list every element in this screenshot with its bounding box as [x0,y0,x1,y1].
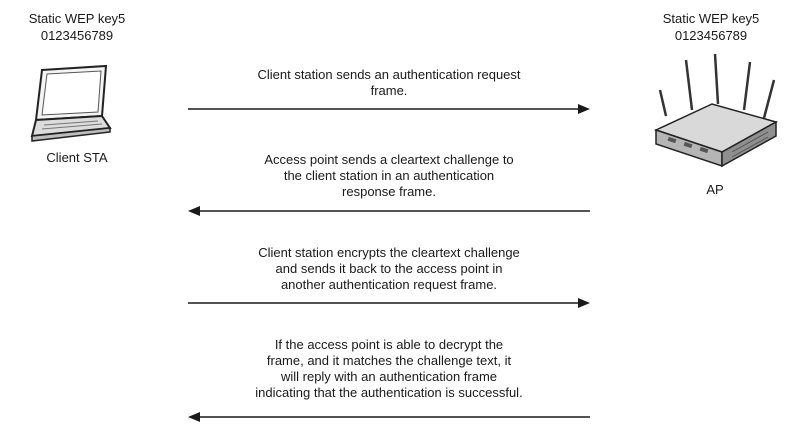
message-2-text: Access point sends a cleartext challenge… [190,152,588,200]
arrow-ap-to-client-2 [188,206,590,216]
ap-name-label: AP [706,182,724,197]
arrow-ap-to-client-4 [188,412,590,422]
message-4-line-3: will reply with an authentication frame [280,369,498,384]
message-2-line-2: the client station in an authentication [283,168,495,183]
client-name-label: Client STA [46,150,108,165]
message-1-text: Client station sends an authentication r… [190,67,588,99]
client-wep-key-title: Static WEP key5 [28,11,126,26]
message-2-line-1: Access point sends a cleartext challenge… [264,152,514,167]
ap-wep-key-label: Static WEP key5 0123456789 [655,10,767,44]
laptop-icon [30,64,112,142]
client-wep-key-label: Static WEP key5 0123456789 [22,10,132,44]
message-1-line-1: Client station sends an authentication r… [257,67,521,82]
ap-wep-key-value: 0123456789 [674,28,748,43]
message-4-text: If the access point is able to decrypt t… [190,337,588,401]
message-4-line-2: frame, and it matches the challenge text… [266,353,512,368]
message-3-line-3: another authentication request frame. [280,277,498,292]
client-wep-key-value: 0123456789 [40,28,114,43]
message-2-line-3: response frame. [342,184,436,199]
message-3-text: Client station encrypts the cleartext ch… [190,245,588,293]
wireless-access-point-icon [653,53,778,168]
message-1-line-2: frame. [370,83,408,98]
ap-wep-key-title: Static WEP key5 [662,11,760,26]
arrow-client-to-ap-1 [188,104,590,114]
message-4-line-1: If the access point is able to decrypt t… [274,337,504,352]
arrow-client-to-ap-3 [188,298,590,308]
message-3-line-1: Client station encrypts the cleartext ch… [258,245,520,260]
message-3-line-2: and sends it back to the access point in [275,261,503,276]
message-4-line-4: indicating that the authentication is su… [255,385,523,400]
